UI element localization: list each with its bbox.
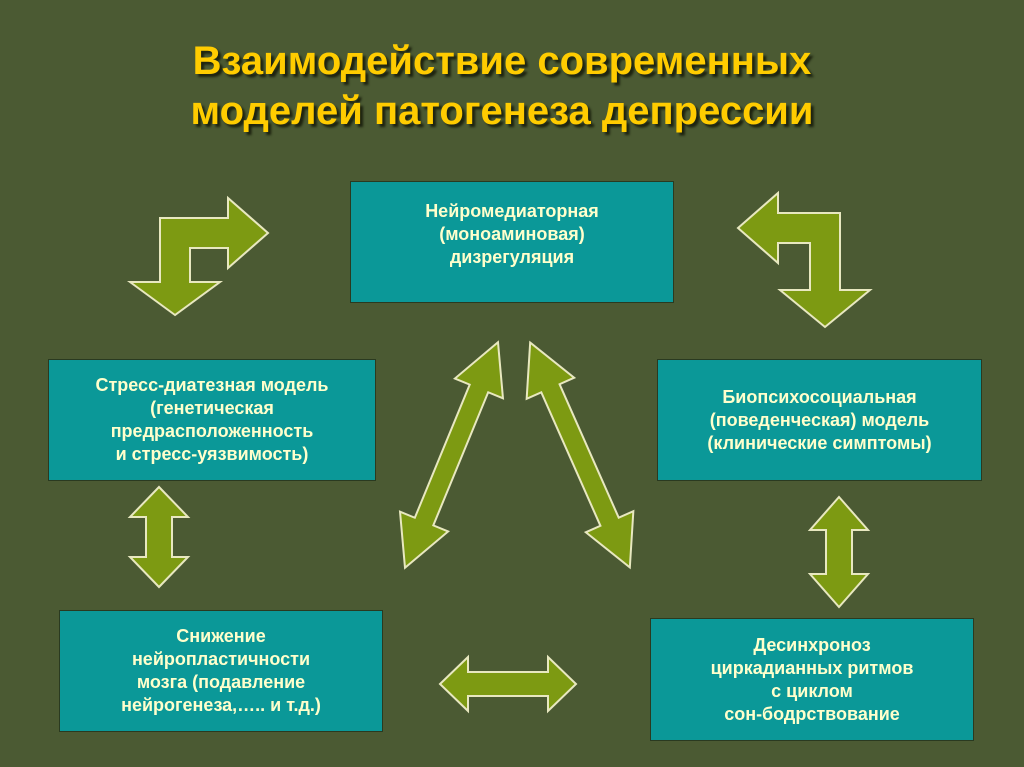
box-desynchronosis: Десинхроноз циркадианных ритмов с циклом… [650,618,974,741]
title-line-1: Взаимодействие современных [192,39,812,83]
box-line: с циклом [771,680,853,701]
box-line: Биопсихосоциальная [722,386,917,407]
box-neuroplasticity: Снижение нейропластичности мозга (подавл… [59,610,383,732]
box-line: Десинхроноз [753,634,871,655]
slide-title: Взаимодействие современных моделей патог… [0,36,1024,136]
box-line: и стресс-уязвимость) [115,444,309,464]
box-line: сон-бодрствование [724,703,900,724]
box-line: предрасположенность [110,421,314,441]
box-line: нейрогенеза,….. и т.д.) [121,695,321,715]
box-line: (клинические симптомы) [707,432,932,453]
box-line: дизрегуляция [449,247,575,267]
box-stress-diathesis: Стресс-диатезная модель (генетическая пр… [48,359,376,481]
box-line: мозга (подавление [136,672,306,692]
box-line: Нейромедиаторная [425,201,599,221]
double-arrow-left-vertical [127,485,191,589]
box-line: (генетическая [150,398,274,418]
double-arrow-bottom-horizontal [438,654,578,714]
double-arrow-diagonal-left [398,340,505,570]
box-line: Снижение [176,626,266,646]
bent-arrow-top-right [736,190,873,329]
box-line: (моноаминовая) [439,224,585,244]
box-biopsychosocial: Биопсихосоциальная (поведенческая) модел… [657,359,982,481]
title-line-2: моделей патогенеза депрессии [190,89,814,133]
double-arrow-diagonal-right [525,340,635,570]
box-line: (поведенческая) модель [709,409,930,430]
bent-arrow-top-left [126,195,270,317]
box-neuromediator: Нейромедиаторная (моноаминовая) дизрегул… [350,181,674,303]
box-line: циркадианных ритмов [710,657,914,678]
box-line: нейропластичности [131,649,311,669]
double-arrow-right-vertical [807,495,871,609]
box-line: Стресс-диатезная модель [95,375,329,395]
